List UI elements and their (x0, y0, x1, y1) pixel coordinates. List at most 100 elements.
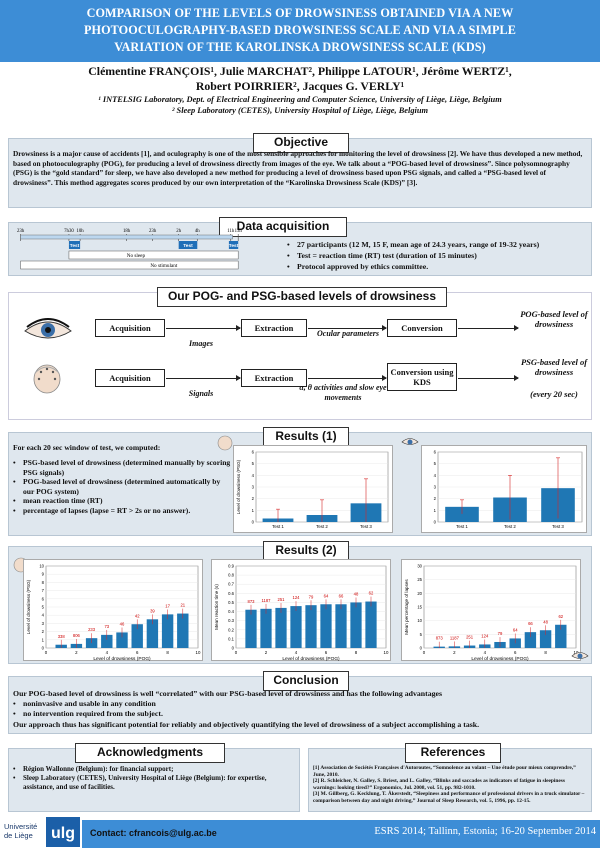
results2-title: Results (2) (263, 541, 349, 561)
footer-bar (0, 820, 600, 848)
svg-text:ulg: ulg (51, 825, 75, 842)
bar (350, 602, 362, 648)
y-tick-label: 1 (42, 637, 45, 642)
conclusion-closing: Our approach thus has significant potent… (13, 720, 480, 729)
acquisition-bullets: 27 participants (12 M, 15 F, mean age of… (287, 239, 587, 272)
timeline-tick: 23h (17, 229, 25, 234)
x-tick-label: Test 2 (504, 524, 516, 529)
results1-bullet: POG-based level of drowsiness (determine… (13, 477, 233, 496)
x-axis-label: Level of drowsiness (POG) (282, 656, 340, 662)
timeline-tick: 7h30 (64, 229, 74, 234)
timeline-tick: 11h (227, 229, 235, 234)
event-text: ESRS 2014; Tallinn, Estonia; 16-20 Septe… (374, 826, 596, 837)
ocular-parameters-label: Ocular parameters (317, 329, 379, 338)
y-tick-label: 0.2 (228, 627, 234, 632)
no-sleep-label: No sleep (127, 253, 146, 259)
bar (146, 619, 159, 648)
y-tick-label: 2 (252, 496, 255, 501)
results1-intro: For each 20 sec window of test, we compu… (13, 443, 161, 452)
psg-result-note: (every 20 sec) (530, 389, 578, 399)
x-tick-label: 10 (384, 650, 389, 655)
y-tick-label: 0 (434, 520, 437, 525)
reference-item: [3] M. Gillberg, G. Kecklung, T. Åkerste… (313, 791, 585, 804)
x-tick-label: Test 3 (552, 524, 564, 529)
test-block (68, 241, 81, 249)
eye-icon (401, 438, 419, 445)
arrow-icon (166, 325, 241, 331)
y-tick-label: 5 (434, 461, 437, 466)
conclusion-lead: Our POG-based level of drowsiness is wel… (13, 689, 442, 698)
bar (131, 624, 143, 648)
arrow-icon (458, 375, 519, 381)
timeline-tick: 4h (195, 229, 200, 234)
data-label: 46 (120, 622, 125, 627)
y-tick-label: 5 (42, 605, 45, 610)
data-label: 124 (481, 634, 489, 639)
bar (116, 632, 128, 648)
y-tick-label: 10 (417, 618, 422, 623)
acquisition-bullet: 27 participants (12 M, 15 F, mean age of… (287, 239, 587, 250)
x-tick-label: 10 (196, 650, 201, 655)
data-label: 21 (180, 603, 185, 608)
data-label: 251 (466, 635, 474, 640)
psg-acquisition-box: Acquisition (95, 369, 165, 387)
y-tick-label: 8 (42, 580, 45, 585)
acknowledgment-item: Région Wallonne (Belgium): for financial… (13, 765, 295, 774)
references-list: [1] Association de Sociétés Françaises d… (313, 765, 589, 805)
y-tick-label: 0.8 (228, 573, 234, 578)
y-tick-label: 0.6 (228, 591, 234, 596)
x-tick-label: 0 (423, 650, 426, 655)
bar (445, 506, 479, 522)
data-label: 62 (369, 591, 374, 596)
pog-acquisition-box: Acquisition (95, 319, 165, 337)
results1-bullet: PSG-based level of drowsiness (determine… (13, 458, 233, 477)
signals-label: Signals (188, 389, 214, 398)
psg-conversion-box: Conversion using KDS (387, 363, 457, 391)
x-tick-label: Test 2 (316, 524, 328, 529)
data-label: 39 (150, 608, 155, 613)
y-tick-label: 2 (42, 629, 45, 634)
bar (555, 624, 567, 648)
arrow-icon (458, 325, 519, 331)
acquisition-bullet: Test = reaction time (RT) test (duration… (287, 250, 587, 261)
data-label: 1187 (261, 598, 271, 603)
data-label: 873 (248, 599, 256, 604)
bar (539, 630, 552, 648)
y-tick-label: 6 (42, 596, 45, 601)
x-tick-label: 8 (355, 650, 358, 655)
data-label: 79 (309, 594, 314, 599)
y-tick-label: 3 (252, 485, 255, 490)
head-icon (33, 364, 61, 394)
bar (85, 638, 98, 648)
y-axis-label: Mean reaction time (s) (214, 584, 219, 630)
images-label: Images (189, 339, 213, 348)
no-sleep-bar (68, 250, 239, 260)
data-label: 64 (324, 593, 329, 598)
y-tick-label: 0.3 (228, 618, 234, 623)
bar (275, 607, 287, 648)
timeline-tick: 2h (176, 229, 181, 234)
title-line-3: VARIATION OF THE KAROLINSKA DROWSINESS S… (114, 40, 486, 54)
psg-result-label: PSG-based level of drowsiness (520, 357, 588, 377)
psg-extraction-box: Extraction (241, 369, 307, 387)
x-axis-label: Level of drowsiness (POG) (471, 656, 529, 662)
y-axis-label: Level of drowsiness (PSG) (236, 459, 241, 514)
arrow-icon (308, 325, 387, 331)
university-logo: Université de Liège ulg (0, 816, 82, 848)
x-tick-label: 6 (136, 650, 139, 655)
arrow-icon (308, 375, 387, 381)
title-banner: COMPARISON OF THE LEVELS OF DROWSINESS O… (0, 0, 600, 62)
x-axis-label: Level of drowsiness (POG) (93, 656, 151, 662)
data-label: 48 (543, 619, 548, 624)
pog-extraction-box: Extraction (241, 319, 307, 337)
x-tick-label: 6 (325, 650, 328, 655)
y-tick-label: 0 (42, 646, 45, 651)
bar (177, 613, 189, 648)
title-line-1: COMPARISON OF THE LEVELS OF DROWSINESS O… (86, 6, 514, 20)
authors-line-2: Robert POIRRIER², Jacques G. VERLY¹ (195, 79, 405, 93)
y-tick-label: 3 (434, 485, 437, 490)
data-label: 233 (88, 627, 96, 632)
